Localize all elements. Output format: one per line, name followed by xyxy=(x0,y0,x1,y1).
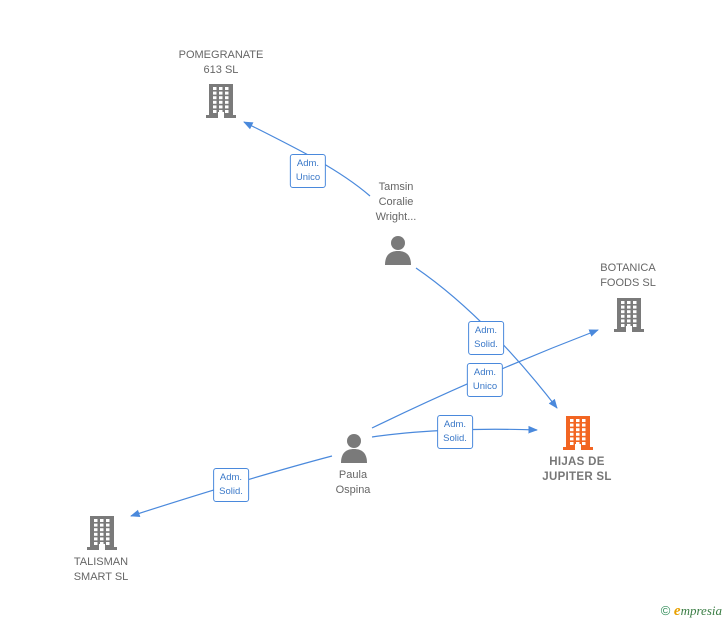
tamsin-person-icon[interactable] xyxy=(384,235,412,270)
edge-label-paula-botanica[interactable]: Adm. Unico xyxy=(466,363,504,397)
pomegranate-label[interactable]: POMEGRANATE 613 SL xyxy=(178,49,264,76)
talisman-building-icon[interactable] xyxy=(87,516,117,555)
botanica-label[interactable]: BOTANICA FOODS SL xyxy=(600,262,656,289)
hijas-building-icon[interactable] xyxy=(563,416,593,455)
botanica-building-icon[interactable] xyxy=(614,298,644,337)
copyright-footer: © empresia xyxy=(661,603,722,620)
paula-person-icon[interactable] xyxy=(340,433,368,468)
edge-label-tamsin-pomegranate[interactable]: Adm. Unico xyxy=(289,154,327,188)
talisman-label[interactable]: TALISMAN SMART SL xyxy=(73,556,129,583)
edge-label-tamsin-hijas[interactable]: Adm. Solid. xyxy=(468,321,504,355)
edge-label-paula-hijas[interactable]: Adm. Solid. xyxy=(437,415,473,449)
hijas-label[interactable]: HIJAS DE JUPITER SL xyxy=(542,456,612,483)
pomegranate-building-icon[interactable] xyxy=(206,84,236,123)
brand-logo[interactable]: empresia xyxy=(673,603,722,619)
tamsin-label[interactable]: Tamsin Coralie Wright... xyxy=(375,181,417,223)
edge-label-paula-talisman[interactable]: Adm. Solid. xyxy=(213,468,249,502)
copyright-symbol: © xyxy=(660,603,671,618)
paula-label[interactable]: Paula Ospina xyxy=(335,469,371,496)
